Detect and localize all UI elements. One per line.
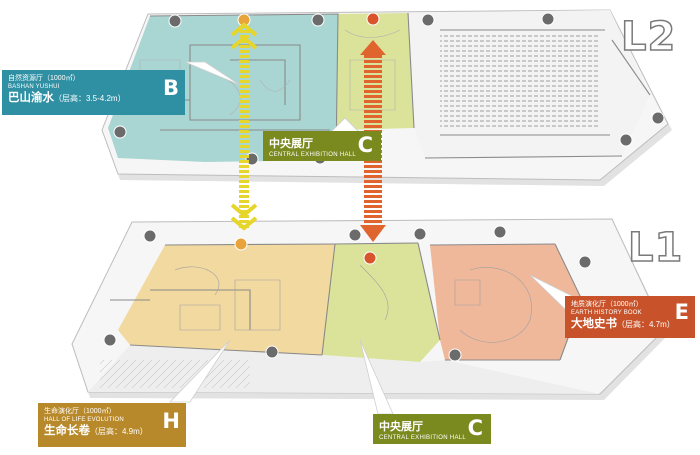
hall-e-area: （1000㎡） (606, 301, 643, 308)
hall-e-title-zh: 大地史书 (571, 318, 617, 330)
callout-hall-h: 生命演化厅（1000㎡） HALL OF LIFE EVOLUTION 生命长卷… (38, 403, 186, 447)
hall-e-letter: E (674, 300, 689, 324)
hall-b-area: （1000㎡） (43, 75, 80, 82)
hall-c-lower-name-en: CENTRAL EXHIBITION HALL (379, 435, 467, 441)
stair-icon-lower-center (363, 251, 377, 265)
floor-label-l1: L1 (627, 224, 684, 272)
hall-c-upper-letter: C (357, 133, 373, 157)
callout-hall-c-lower: 中央展厅 CENTRAL EXHIBITION HALL C (373, 414, 491, 444)
stair-icon-lower-left (234, 237, 248, 251)
hall-h-height: （层高：4.9m） (90, 427, 148, 436)
callout-hall-c-upper: 中央展厅 CENTRAL EXHIBITION HALL C (263, 131, 381, 161)
hall-c-lower-letter: C (467, 416, 483, 440)
hall-e-height: （层高：4.7m） (617, 320, 675, 329)
hall-c-lower-name-zh: 中央展厅 (379, 421, 423, 433)
hall-h-area: （1000㎡） (79, 408, 116, 415)
hall-h-name-en: HALL OF LIFE EVOLUTION (44, 417, 124, 423)
connector-yellow-arrow (230, 22, 258, 231)
hall-b-letter: B (162, 76, 179, 100)
upper-floor-plate (101, 9, 672, 186)
callout-h-pointer (169, 339, 231, 403)
hall-b-height: （层高：3.5-4.2m） (54, 94, 126, 103)
hall-b-name-en: BASHAN YUSHUI (8, 84, 60, 90)
callout-b-pointer (184, 61, 241, 86)
lower-floor-walls (110, 242, 583, 361)
auditorium-seats (440, 35, 600, 130)
lower-floor-plate (71, 218, 668, 400)
hall-h-title-zh: 生命长卷 (44, 425, 90, 437)
zone-c-lower-green (322, 243, 440, 362)
hall-h-letter: H (162, 409, 180, 433)
callout-hall-b: 自然资源厅（1000㎡） BASHAN YUSHUI 巴山渝水（层高：3.5-4… (2, 70, 185, 115)
zone-b-teal (108, 14, 338, 162)
stair-icon-upper-center (366, 12, 380, 26)
hall-b-title-zh: 巴山渝水 (8, 92, 54, 104)
hall-c-upper-name-zh: 中央展厅 (269, 138, 313, 150)
zone-e-salmon (430, 244, 582, 360)
hall-b-name-zh: 自然资源厅 (8, 75, 43, 82)
callout-hall-e: 地质演化厅（1000㎡） EARTH HISTORY BOOK 大地史书（层高：… (565, 296, 695, 338)
hall-e-name-en: EARTH HISTORY BOOK (571, 310, 642, 316)
floor-label-l2: L2 (620, 13, 677, 61)
zone-h-beige (118, 244, 335, 355)
hall-e-name-zh: 地质演化厅 (571, 301, 606, 308)
hall-c-upper-name-en: CENTRAL EXHIBITION HALL (269, 152, 357, 158)
hall-h-name-zh: 生命演化厅 (44, 408, 79, 415)
upper-floor-walls (120, 12, 651, 161)
